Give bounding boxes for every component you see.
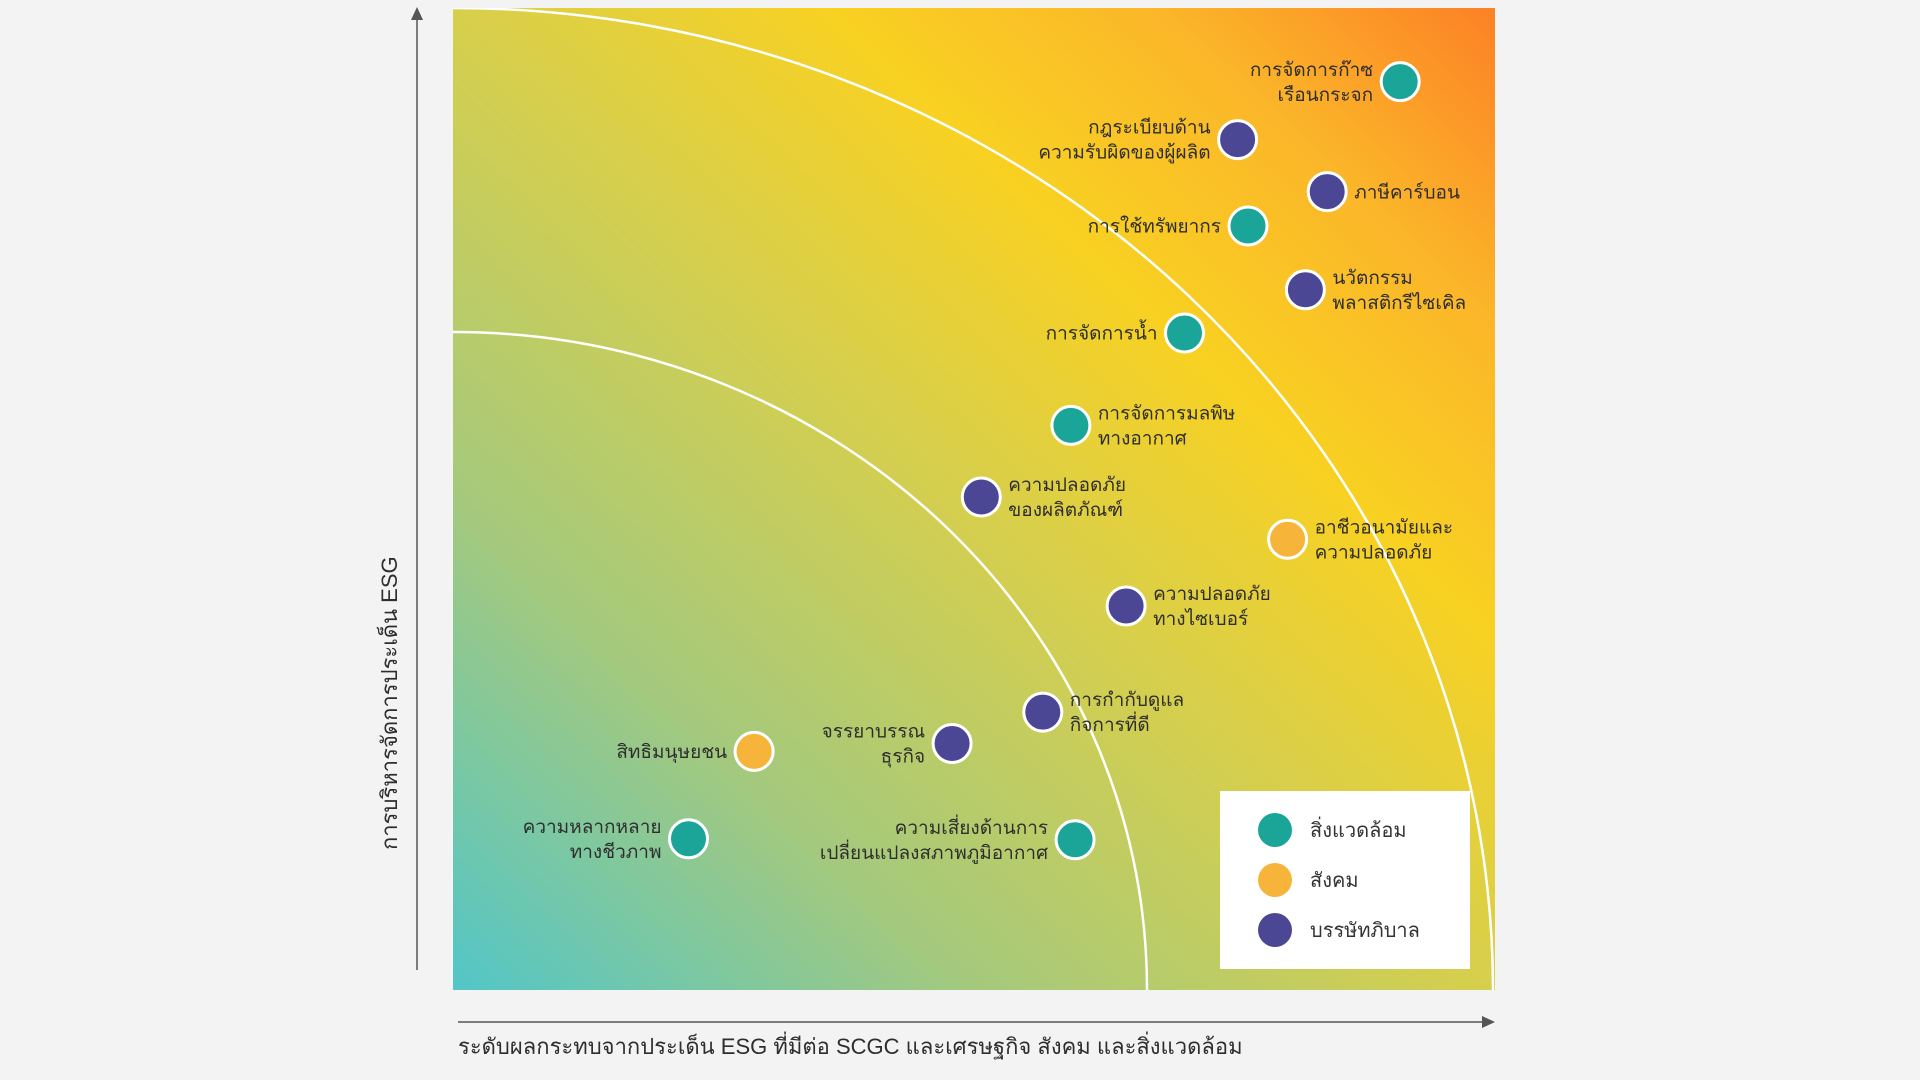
legend-swatch-environment bbox=[1258, 813, 1292, 847]
legend-swatch-social bbox=[1258, 863, 1292, 897]
point-label: ทางชีวภาพ bbox=[570, 841, 662, 863]
point-label: พลาสติกรีไซเคิล bbox=[1332, 292, 1466, 314]
point-marker-governance bbox=[1105, 585, 1147, 627]
point-label: การใช้ทรัพยากร bbox=[1088, 216, 1221, 238]
point-label: เปลี่ยนแปลงสภาพภูมิอากาศ bbox=[820, 839, 1048, 864]
point-label: ความปลอดภัย bbox=[1008, 475, 1126, 496]
outer-priority-arc bbox=[453, 8, 1495, 990]
x-axis bbox=[458, 1016, 1495, 1028]
legend-label-governance: บรรษัทภิบาล bbox=[1310, 920, 1420, 942]
data-points: การจัดการก๊าซเรือนกระจกกฎระเบียบด้านความ… bbox=[523, 59, 1467, 864]
legend-swatch-governance bbox=[1258, 913, 1292, 947]
legend: สิ่งแวดล้อม สังคม บรรษัทภิบาล bbox=[1220, 791, 1470, 969]
point-label: การจัดการน้ำ bbox=[1046, 320, 1158, 345]
point-marker-environment bbox=[1164, 312, 1205, 354]
point-marker-governance bbox=[931, 723, 973, 764]
point-label: การจัดการก๊าซ bbox=[1250, 59, 1373, 81]
legend-label-social: สังคม bbox=[1310, 870, 1359, 892]
inner-priority-arc bbox=[453, 330, 1149, 990]
point-label: กฎระเบียบด้าน bbox=[1088, 117, 1210, 139]
point-label: ทางอากาศ bbox=[1098, 429, 1187, 450]
point-marker-governance bbox=[1022, 691, 1064, 733]
priority-arcs bbox=[453, 8, 1495, 990]
y-axis-label: การบริหารจัดการประเด็น ESG bbox=[375, 556, 402, 850]
point-label: ความหลากหลาย bbox=[523, 817, 662, 838]
point-label: การกำกับดูแล bbox=[1070, 690, 1184, 711]
point-label: ภาษีคาร์บอน bbox=[1354, 181, 1460, 203]
point-marker-governance bbox=[1217, 119, 1259, 161]
point-label: ความปลอดภัย bbox=[1153, 584, 1271, 605]
point-label: จรรยาบรรณ bbox=[822, 722, 925, 743]
point-label: นวัตกรรม bbox=[1332, 268, 1412, 289]
legend-label-environment: สิ่งแวดล้อม bbox=[1310, 816, 1407, 842]
point-marker-environment bbox=[668, 818, 709, 860]
y-axis bbox=[411, 7, 423, 970]
point-marker-governance bbox=[1284, 269, 1326, 311]
point-marker-governance bbox=[1306, 171, 1348, 213]
data-point: สิทธิมนุษยชน bbox=[616, 730, 775, 772]
data-point: การจัดการน้ำ bbox=[1046, 312, 1205, 354]
point-label: ความรับผิดของผู้ผลิต bbox=[1038, 143, 1210, 164]
point-label: ความเสี่ยงด้านการ bbox=[895, 814, 1048, 839]
point-marker-governance bbox=[960, 476, 1002, 518]
point-label: สิทธิมนุษยชน bbox=[616, 742, 727, 764]
point-label: กิจการที่ดี bbox=[1070, 711, 1150, 736]
point-marker-environment bbox=[1054, 819, 1096, 861]
point-label: ธุรกิจ bbox=[881, 747, 925, 769]
data-point: การใช้ทรัพยากร bbox=[1088, 205, 1269, 247]
point-label: ของผลิตภัณฑ์ bbox=[1008, 499, 1123, 521]
data-point: ความเสี่ยงด้านการเปลี่ยนแปลงสภาพภูมิอากา… bbox=[820, 814, 1096, 864]
data-point: การกำกับดูแลกิจการที่ดี bbox=[1022, 690, 1184, 736]
point-marker-social bbox=[733, 730, 775, 772]
point-label: ทางไซเบอร์ bbox=[1153, 608, 1248, 630]
point-marker-social bbox=[1267, 518, 1309, 560]
point-marker-environment bbox=[1050, 404, 1092, 446]
point-label: การจัดการมลพิษ bbox=[1098, 404, 1235, 425]
point-label: เรือนกระจก bbox=[1278, 85, 1374, 106]
x-axis-label: ระดับผลกระทบจากประเด็น ESG ที่มีต่อ SCGC… bbox=[458, 1031, 1243, 1060]
point-label: ความปลอดภัย bbox=[1315, 542, 1433, 563]
point-marker-environment bbox=[1379, 61, 1421, 103]
data-point: ภาษีคาร์บอน bbox=[1306, 171, 1460, 213]
point-label: อาชีวอนามัยและ bbox=[1315, 516, 1453, 538]
point-marker-environment bbox=[1227, 205, 1269, 247]
